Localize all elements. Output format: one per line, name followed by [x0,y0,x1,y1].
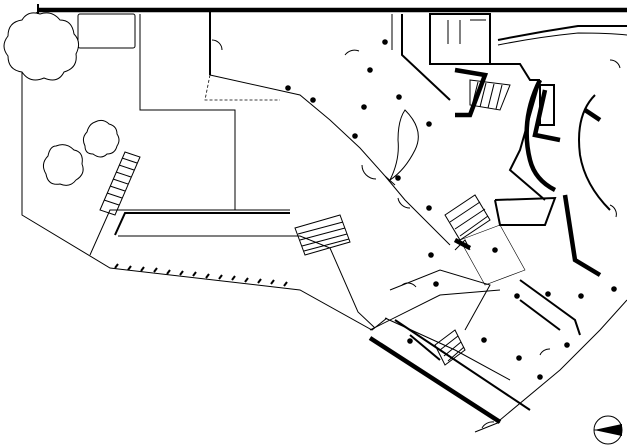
column [516,355,522,361]
trees [3,12,120,186]
retaining-wall [114,212,290,236]
parking-slab [77,13,136,49]
column [382,39,388,45]
column [545,291,551,297]
column [492,247,498,253]
column [285,85,291,91]
column [352,133,358,139]
stair-west [99,151,141,216]
column [481,337,487,343]
terrace-outline [139,14,236,210]
tree-icon [82,119,120,158]
column [426,205,432,211]
retaining-wall-return [118,235,376,329]
ramp-hatch [459,224,526,286]
column [537,374,543,380]
column [611,286,617,292]
tree-icon [42,144,84,186]
column [310,97,316,103]
bench-marks [114,263,288,287]
column [361,104,367,110]
column [367,67,373,73]
column [514,293,520,299]
stair-atrium [444,194,491,241]
column [428,252,434,258]
column [395,175,401,181]
stairs [99,79,511,366]
column [396,94,402,100]
stair-south [434,329,466,366]
columns [285,39,617,380]
column [433,281,439,287]
interior-walls [384,63,602,361]
doors [211,39,621,429]
reception-desk [388,109,419,182]
tree-icon [3,12,80,81]
column [407,338,413,344]
lower-terrace [89,209,290,256]
column [564,342,570,348]
east-corridor [497,24,627,211]
building-walls [204,12,627,433]
north-arrow-icon [593,415,623,445]
stair-core [469,79,511,111]
stair-terrace [294,214,351,256]
column [578,293,584,299]
column [426,121,432,127]
